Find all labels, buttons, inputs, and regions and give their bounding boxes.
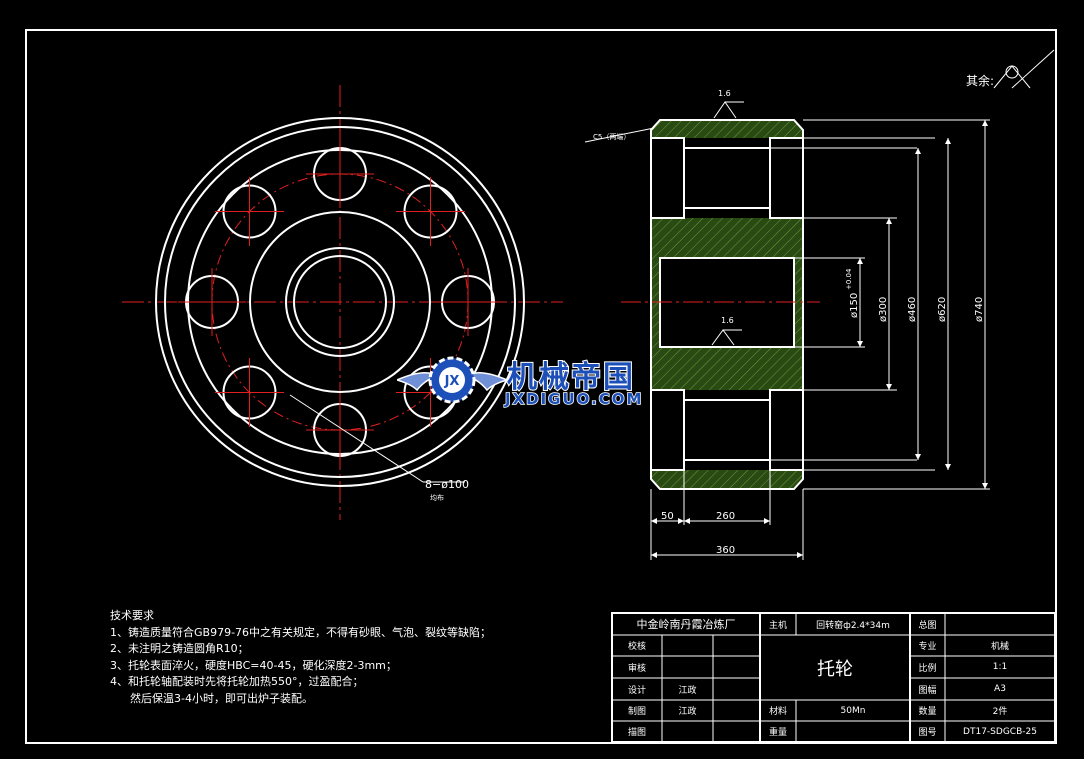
main-label: 主机 xyxy=(768,620,787,631)
dim-d300: ø300 xyxy=(878,297,889,322)
holes-note: 8−ø100 xyxy=(425,478,469,491)
note-item: 2、未注明之铸造圆角R10； xyxy=(110,642,249,656)
chamfer-note: C5（两端） xyxy=(593,132,630,141)
company-name: 中金岭南丹霞冶炼厂 xyxy=(636,618,736,631)
qty-label: 数量 xyxy=(918,707,937,717)
note-item: 1、铸造质量符合GB979-76中之有关规定，不得有砂眼、气泡、裂纹等缺陷； xyxy=(110,625,492,639)
gear-wings-icon: JX xyxy=(394,356,510,404)
roughness-bore: 1.6 xyxy=(721,316,734,325)
specialty-value: 机械 xyxy=(990,642,1009,652)
tolerance-mark: +0.04 xyxy=(845,268,853,290)
weight-label: 重量 xyxy=(768,728,787,738)
dim-d740: ø740 xyxy=(974,297,985,322)
review-label: 审核 xyxy=(627,663,646,674)
scale-label: 比例 xyxy=(918,663,937,674)
title-block-grid xyxy=(611,612,1056,743)
title-block: 中金岭南丹霞冶炼厂 主机 回转窑ф2.4*34m 总图 校核 审核 设计 江政 … xyxy=(612,613,1055,742)
surface-roughness: 其余: xyxy=(966,73,994,88)
note-item: 3、托轮表面淬火，硬度HBC=40-45，硬化深度2-3mm； xyxy=(110,658,397,672)
technical-notes: 技术要求 1、铸造质量符合GB979-76中之有关规定，不得有砂眼、气泡、裂纹等… xyxy=(110,608,491,708)
material-label: 材料 xyxy=(768,707,787,717)
hole-leader xyxy=(289,394,424,483)
notes-title: 技术要求 xyxy=(110,609,154,622)
check-label: 校核 xyxy=(627,642,646,652)
dim-d150: ø150 xyxy=(849,293,860,318)
note-item: 然后保温3-4小时，即可出炉子装配。 xyxy=(130,691,313,705)
scale-value: 1:1 xyxy=(992,662,1008,672)
outer-circle xyxy=(155,117,525,487)
dim-d620: ø620 xyxy=(937,297,948,322)
roughness-top: 1.6 xyxy=(718,89,731,98)
main-value: 回转窑ф2.4*34m xyxy=(816,620,890,631)
dim-w50: 50 xyxy=(661,511,674,522)
logo-badge: JX xyxy=(444,374,460,389)
dim-w260: 260 xyxy=(716,511,735,522)
drawing-no-value: DT17-SDGCB-25 xyxy=(963,726,1037,737)
drawing-no-label: 图号 xyxy=(918,728,937,738)
assembly-label: 总图 xyxy=(918,620,937,631)
dim-w360: 360 xyxy=(716,545,735,556)
section-view xyxy=(584,49,1055,560)
logo-text-en: JXDIGUO.COM xyxy=(504,389,644,409)
drawing-border xyxy=(25,29,1057,744)
draw-label: 制图 xyxy=(627,707,646,717)
size-label: 图幅 xyxy=(918,685,937,696)
holes-sub: 均布 xyxy=(430,493,444,502)
front-view xyxy=(122,85,563,520)
logo-text-cn: 机械帝国 xyxy=(506,359,635,396)
design-label: 设计 xyxy=(627,685,646,696)
design-value: 江政 xyxy=(678,685,697,696)
size-value: A3 xyxy=(994,684,1006,694)
watermark-logo: JX 机械帝国 JXDIGUO.COM xyxy=(394,350,697,412)
trace-label: 描图 xyxy=(627,728,646,738)
specialty-label: 专业 xyxy=(918,642,937,652)
qty-value: 2件 xyxy=(992,707,1008,717)
draw-value: 江政 xyxy=(678,707,697,717)
note-item: 4、和托轮轴配装时先将托轮加热550°，过盈配合； xyxy=(110,675,364,689)
dim-d460: ø460 xyxy=(907,297,918,322)
material-value: 50Mn xyxy=(840,705,866,716)
part-name: 托轮 xyxy=(817,658,853,680)
